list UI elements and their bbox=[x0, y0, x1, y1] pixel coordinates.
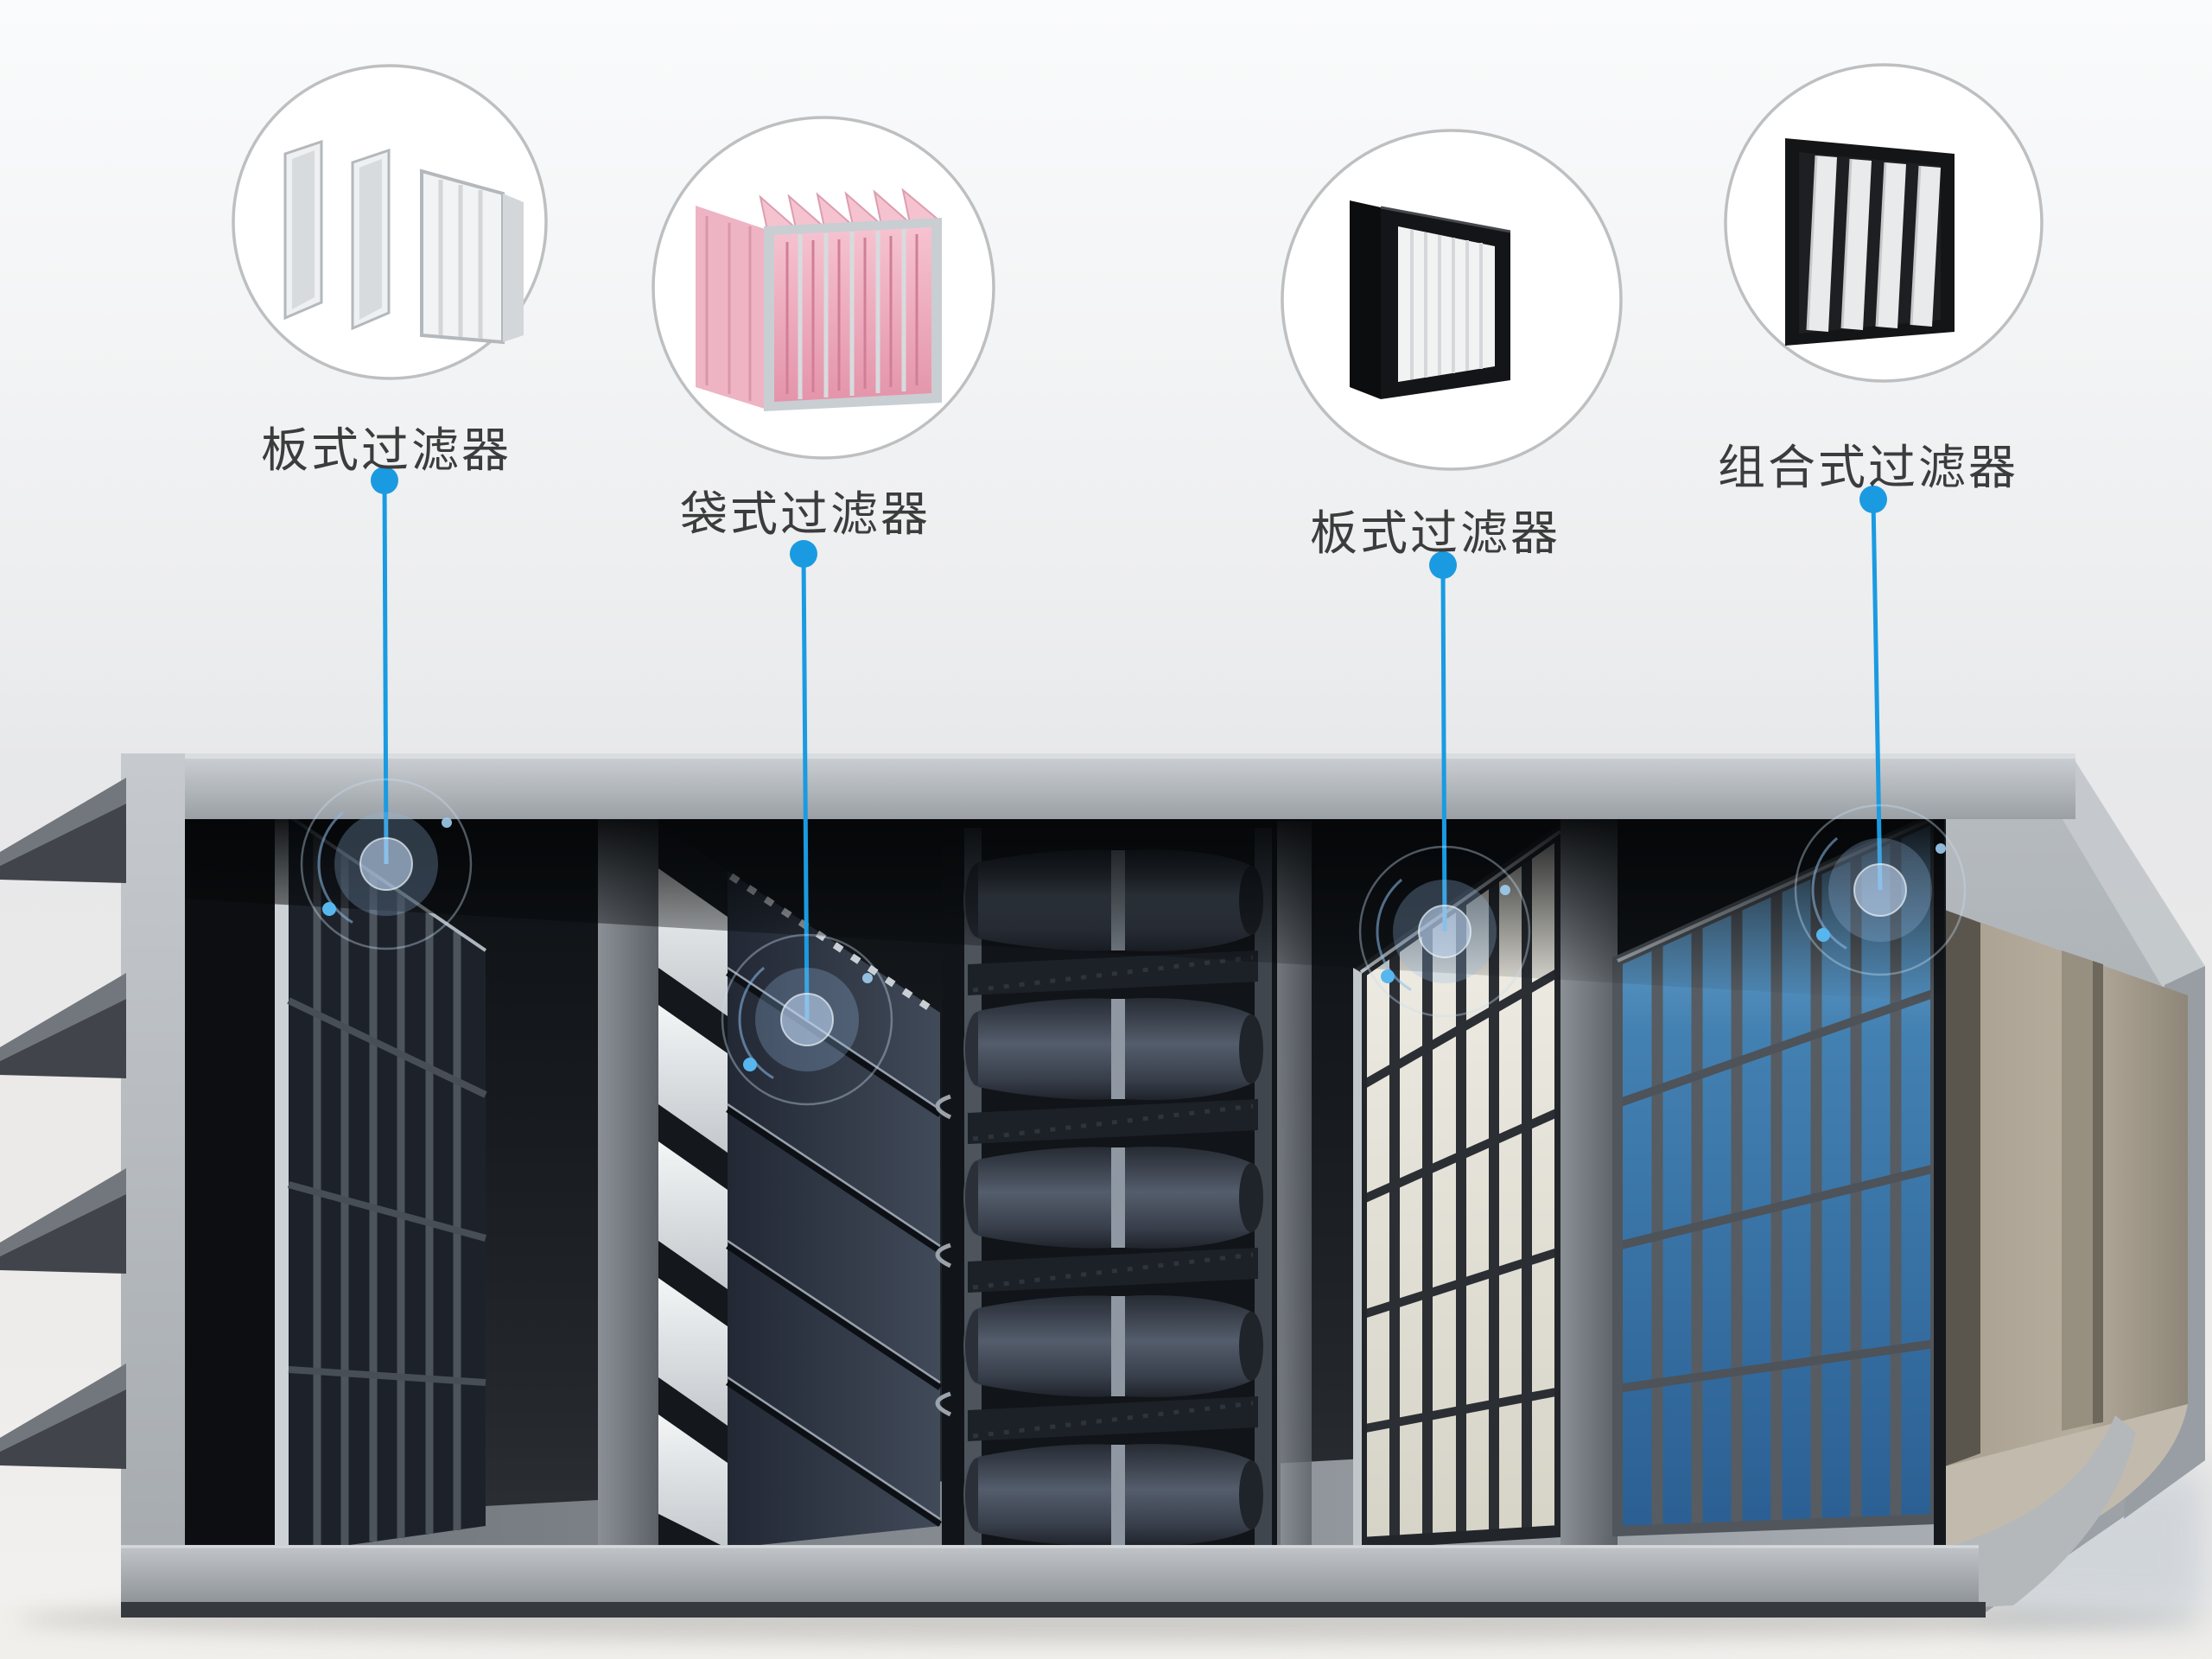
cartridge-row bbox=[935, 997, 1263, 1144]
product-circle-panel-filter-2 bbox=[1281, 129, 1623, 471]
callout-label-panel-filter-2: 板式过滤器 bbox=[1309, 506, 1561, 560]
callout-line-4 bbox=[1871, 499, 1883, 891]
panel-filter-bank-1 bbox=[275, 810, 487, 1560]
panel-filter-image-1 bbox=[283, 139, 524, 345]
product-circle-panel-filter-1 bbox=[232, 64, 548, 380]
callout-dot-4 bbox=[1859, 486, 1887, 513]
callout-label-bag-filter: 袋式过滤器 bbox=[679, 487, 931, 541]
callout-dot-2 bbox=[790, 540, 817, 568]
callout-line-2 bbox=[801, 553, 810, 1020]
callout-dot-3 bbox=[1429, 551, 1457, 579]
cartridge-row bbox=[935, 1146, 1263, 1293]
divider-post-3 bbox=[1560, 802, 1618, 1548]
cartridge-row bbox=[935, 1294, 1263, 1441]
intake-louver-fins bbox=[0, 778, 126, 1469]
callout-annotations bbox=[292, 467, 1974, 1114]
callout-line-1 bbox=[382, 480, 389, 865]
callout-label-panel-filter-1: 板式过滤器 bbox=[260, 423, 512, 477]
interior-ceiling bbox=[181, 817, 1944, 1002]
callout-line-3 bbox=[1440, 564, 1447, 932]
combined-filter-image bbox=[1785, 138, 1955, 346]
product-circle-bag-filter bbox=[652, 116, 995, 460]
housing-frame bbox=[121, 753, 2075, 1618]
product-circle-combined-filter bbox=[1724, 63, 2044, 383]
housing-right-end bbox=[1936, 756, 2205, 1614]
bag-filter-image bbox=[696, 188, 943, 411]
callout-label-combined-filter: 组合式过滤器 bbox=[1717, 441, 2019, 494]
cartridge-row bbox=[963, 1443, 1263, 1547]
callout-dot-1 bbox=[371, 467, 398, 494]
divider-post-1 bbox=[598, 808, 658, 1551]
panel-filter-image-2 bbox=[1350, 200, 1511, 399]
